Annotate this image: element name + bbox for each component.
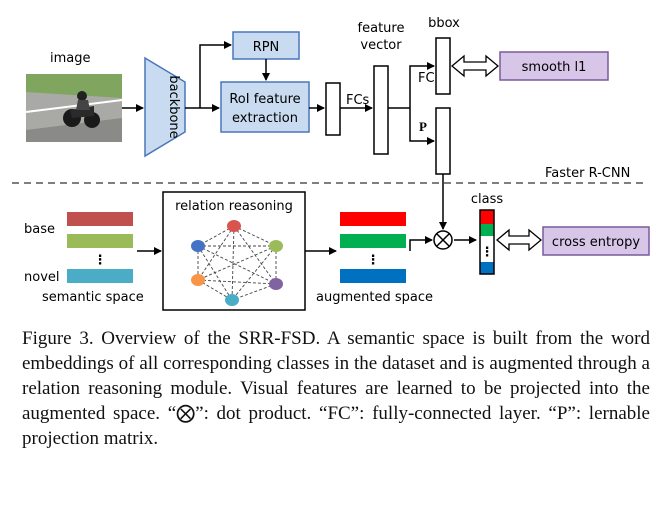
backbone-block: backbone <box>144 56 186 158</box>
faster-rcnn-label: Faster R-CNN <box>545 166 630 181</box>
smooth-l1-block: smooth l1 <box>499 51 609 81</box>
fc-label: FC <box>418 71 435 86</box>
graph-node-green <box>269 240 283 252</box>
figure-caption: Figure 3. Overview of the SRR-FSD. A sem… <box>22 326 650 451</box>
graph-node-cyan <box>225 294 239 306</box>
semantic-vector-novel <box>67 269 133 283</box>
feature-vector-label-line2: vector <box>360 38 402 53</box>
fcs-label: FCs <box>346 93 370 108</box>
novel-label: novel <box>24 270 60 285</box>
class-label: class <box>471 192 503 207</box>
graph-node-red <box>227 220 241 232</box>
semantic-vector-base-1 <box>67 212 133 226</box>
relation-graph-edges <box>197 225 277 301</box>
rpn-block: RPN <box>232 31 300 60</box>
cross-entropy-block: cross entropy <box>542 226 650 256</box>
bbox-label: bbox <box>428 16 460 31</box>
relation-reasoning-block: relation reasoning <box>162 191 306 311</box>
fcs-block <box>325 82 341 136</box>
image-label: image <box>50 51 91 66</box>
p-label: P <box>419 119 427 134</box>
graph-node-orange <box>191 274 205 286</box>
bottom-connectors <box>137 236 477 255</box>
roi-label-line1: RoI feature <box>229 92 300 107</box>
roi-extraction-block: RoI feature extraction <box>220 81 310 133</box>
base-label: base <box>24 222 55 237</box>
augmented-space-label: augmented space <box>316 290 433 305</box>
augmented-ellipsis: ⋮ <box>367 253 380 268</box>
semantic-vector-base-2 <box>67 234 133 248</box>
augmented-vector-3 <box>340 269 406 283</box>
cross-entropy-label: cross entropy <box>552 235 640 250</box>
class-score-vector: ⋮ <box>479 209 495 275</box>
feature-vector-label-line1: feature <box>358 21 405 36</box>
srr-fsd-diagram: image backbone RPN RoI feature extractio… <box>12 16 650 311</box>
backbone-label: backbone <box>166 75 181 138</box>
graph-node-blue <box>191 240 205 252</box>
rpn-label: RPN <box>253 40 280 55</box>
semantic-space-label: semantic space <box>42 290 144 305</box>
bbox-block <box>435 37 451 95</box>
double-arrow-cross-entropy <box>495 228 543 252</box>
double-arrow-smooth-l1 <box>450 54 500 78</box>
graph-node-purple <box>269 278 283 290</box>
augmented-vector-1 <box>340 212 406 226</box>
caption-text: Figure 3. Overview of the SRR-FSD. A sem… <box>22 328 650 449</box>
top-connectors <box>122 41 447 230</box>
relation-reasoning-label: relation reasoning <box>175 199 293 214</box>
feature-vector-block <box>373 65 389 155</box>
semantic-ellipsis: ⋮ <box>94 253 107 268</box>
input-image <box>25 74 123 142</box>
smooth-l1-label: smooth l1 <box>522 60 587 75</box>
roi-label-line2: extraction <box>232 111 298 126</box>
augmented-vector-2 <box>340 234 406 248</box>
class-ellipsis: ⋮ <box>481 245 494 260</box>
projection-p-block <box>435 107 451 175</box>
dot-product-symbol <box>433 230 453 250</box>
